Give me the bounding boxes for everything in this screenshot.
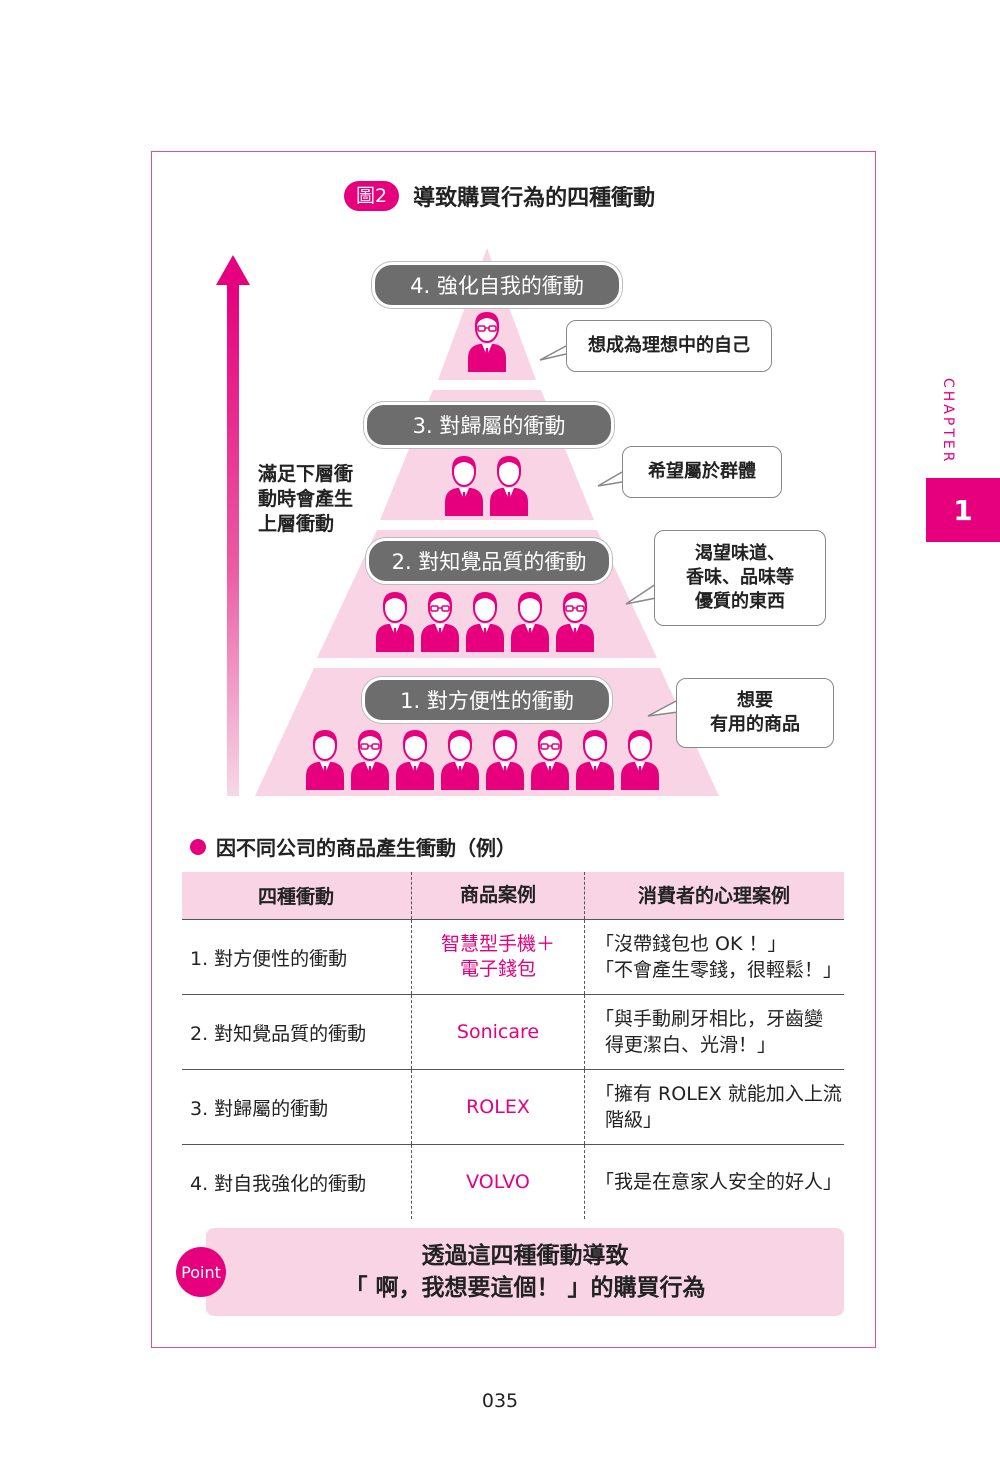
person-icon [376, 592, 414, 652]
psychology-cell: 「沒帶錢包也 OK ！」「不會產生零錢，很輕鬆！」 [584, 919, 844, 995]
up-arrow-head-icon [216, 255, 250, 285]
level-3-bubble: 希望屬於群體 [622, 446, 782, 498]
header-product: 商品案例 [411, 872, 585, 920]
header-psychology: 消費者的心理案例 [584, 872, 844, 920]
person-icon [486, 730, 524, 790]
psychology-cell: 「我是在意家人安全的好人」 [584, 1144, 844, 1219]
impulse-cell: 4. 對自我強化的衝動 [182, 1144, 412, 1219]
chapter-tab-number: 1 [926, 478, 1000, 542]
person-icon [396, 730, 434, 790]
impulse-table: 四種衝動 商品案例 消費者的心理案例 1. 對方便性的衝動 智慧型手機＋電子錢包… [182, 872, 844, 1219]
chapter-tab-label: CHAPTER [940, 378, 956, 465]
point-box: 透過這四種衝動導致 「 啊，我想要這個！ 」的購買行為 [206, 1228, 844, 1316]
point-line-1: 透過這四種衝動導致 [421, 1243, 629, 1269]
level-4-label: 4. 強化自我的衝動 [372, 262, 622, 308]
bubble-tail-3 [597, 471, 623, 487]
bullet-dot-icon [190, 838, 206, 855]
person-icon [445, 456, 483, 516]
page-number: 035 [481, 1390, 519, 1412]
impulse-cell: 3. 對歸屬的衝動 [182, 1069, 412, 1145]
level-1-label: 1. 對方便性的衝動 [362, 677, 612, 723]
bubble-tail-4 [539, 345, 567, 361]
people-tier-1 [304, 724, 661, 790]
person-icon [556, 592, 594, 652]
psychology-cell: 「擁有 ROLEX 就能加入上流階級」 [584, 1069, 844, 1145]
people-tier-3 [443, 450, 530, 516]
level-1-bubble: 想要 有用的商品 [676, 678, 834, 748]
figure-badge: 圖2 [344, 181, 400, 211]
section-title: 因不同公司的商品產生衝動（例） [190, 832, 516, 861]
table-row: 2. 對知覺品質的衝動 Sonicare 「與手動刷牙相比，牙齒變得更潔白、光滑… [182, 994, 844, 1070]
table-row: 3. 對歸屬的衝動 ROLEX 「擁有 ROLEX 就能加入上流階級」 [182, 1069, 844, 1145]
product-cell: 智慧型手機＋電子錢包 [411, 919, 585, 995]
person-icon [490, 456, 528, 516]
person-icon [621, 730, 659, 790]
person-icon [306, 730, 344, 790]
product-cell: ROLEX [411, 1069, 585, 1145]
person-icon [531, 730, 569, 790]
figure-title: 圖2 導致購買行為的四種衝動 [344, 180, 655, 212]
figure-title-text: 導致購買行為的四種衝動 [413, 186, 656, 211]
level-2-label: 2. 對知覺品質的衝動 [366, 538, 612, 584]
product-cell: Sonicare [411, 994, 585, 1070]
header-impulse: 四種衝動 [182, 872, 412, 920]
bubble-tail-2 [625, 583, 657, 605]
level-3-label: 3. 對歸屬的衝動 [364, 402, 614, 448]
up-arrow-shaft [227, 284, 239, 796]
people-tier-4 [466, 306, 508, 372]
person-icon [468, 312, 506, 372]
level-2-bubble: 渴望味道、 香味、品味等 優質的東西 [654, 530, 826, 626]
person-icon [466, 592, 504, 652]
person-icon [351, 730, 389, 790]
people-tier-2 [374, 586, 596, 652]
person-icon [421, 592, 459, 652]
table-row: 4. 對自我強化的衝動 VOLVO 「我是在意家人安全的好人」 [182, 1144, 844, 1219]
person-icon [576, 730, 614, 790]
person-icon [511, 592, 549, 652]
figure-frame [151, 151, 876, 1348]
psychology-cell: 「與手動刷牙相比，牙齒變得更潔白、光滑！」 [584, 994, 844, 1070]
arrow-note: 滿足下層衝 動時會產生 上層衝動 [258, 463, 354, 535]
impulse-cell: 1. 對方便性的衝動 [182, 919, 412, 995]
point-line-2: 「 啊，我想要這個！ 」的購買行為 [344, 1275, 706, 1301]
impulse-cell: 2. 對知覺品質的衝動 [182, 994, 412, 1070]
table-row: 1. 對方便性的衝動 智慧型手機＋電子錢包 「沒帶錢包也 OK ！」「不會產生零… [182, 919, 844, 995]
level-4-bubble: 想成為理想中的自己 [566, 320, 772, 372]
point-badge: Point [176, 1247, 226, 1297]
product-cell: VOLVO [411, 1144, 585, 1219]
person-icon [441, 730, 479, 790]
bubble-tail-1 [647, 699, 679, 717]
table-header-row: 四種衝動 商品案例 消費者的心理案例 [182, 872, 844, 920]
